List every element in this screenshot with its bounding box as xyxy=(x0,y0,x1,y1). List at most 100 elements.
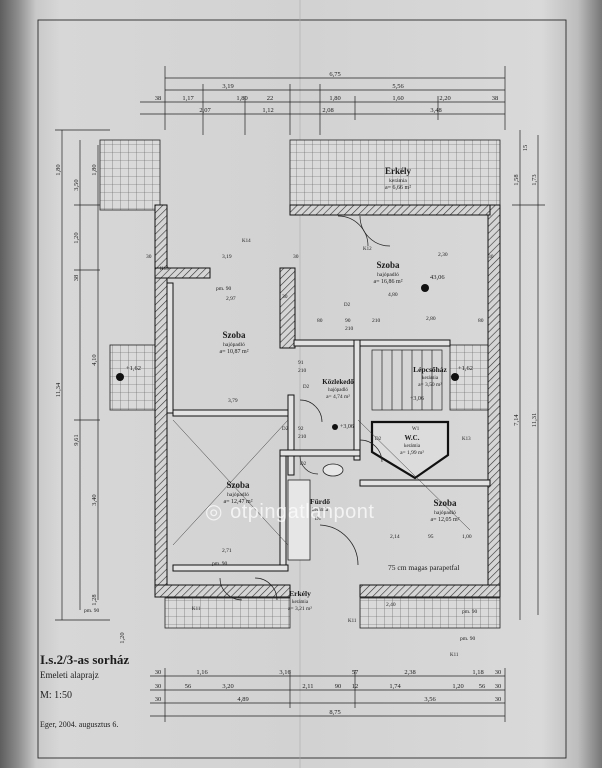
code-d2-b: D2 xyxy=(282,427,289,432)
void-cross-lines xyxy=(172,419,471,546)
dim-top-r3-c: 1,80 xyxy=(236,95,247,102)
dim-left-i: 3,40 xyxy=(91,494,98,505)
dim-100: 1,00 xyxy=(462,534,472,540)
dim-319: 3,19 xyxy=(222,254,232,260)
room-szoba-se-floor: hajópadló xyxy=(434,510,456,516)
room-szoba-ne-name: Szoba xyxy=(376,260,400,270)
dim-280: 2,80 xyxy=(426,316,436,322)
dim-left-f: 9,61 xyxy=(73,434,80,445)
wc-room-outline xyxy=(370,420,450,480)
wall-30-a: 30 xyxy=(146,254,152,260)
room-szoba-sw-area: a= 12,47 m² xyxy=(223,499,252,505)
dim-bot-r2-c: 3,20 xyxy=(222,683,233,690)
code-k11-right: K11 xyxy=(450,653,459,658)
dim-top-r2-a: 3,19 xyxy=(222,83,233,90)
door-h-d: 210 xyxy=(372,318,381,324)
dim-bot-r3-b: 4,89 xyxy=(237,696,248,703)
door-h-c: 210 xyxy=(345,326,354,332)
code-k14: K14 xyxy=(242,239,251,244)
room-szoba-sw-floor: hajópadló xyxy=(227,492,249,498)
interior-walls xyxy=(166,282,491,572)
dim-bot-total: 8,75 xyxy=(329,709,340,716)
sheet-border xyxy=(37,19,567,759)
room-erkely-top-name: Erkély xyxy=(385,166,411,176)
room-kozlekedo-name: Közlekedő xyxy=(322,378,354,386)
dim-right-e: 11,31 xyxy=(531,413,538,427)
dim-bot-r2-j: 30 xyxy=(495,683,502,690)
plan-subtitle: Emeleti alaprajz xyxy=(40,670,99,680)
code-k12: K12 xyxy=(363,247,372,252)
dim-bot-r1-c: 3,16 xyxy=(279,669,291,676)
wall-30-c: 30 xyxy=(282,294,288,300)
balcony-tiles-top xyxy=(289,139,501,211)
room-furdo-floor: kerámia xyxy=(312,508,329,513)
element-codes: K14 K12 K13 K11 K11 K11 D2 D2 D2 D2 D1 D… xyxy=(160,239,471,658)
room-szoba-se-area: a= 12,05 m² xyxy=(430,517,459,523)
dim-top-r3-g: 2,20 xyxy=(439,95,450,102)
right-dimension-lines xyxy=(512,130,545,620)
balcony-tiles-bottom-right xyxy=(359,597,501,629)
dim-top-r3-d: 22 xyxy=(267,95,274,102)
room-szoba-ne-area: a= 16,86 m² xyxy=(373,279,402,285)
bottom-dimensions: 30 1,16 3,16 57 2,38 1,18 30 30 56 3,20 … xyxy=(155,669,502,716)
balcony-tiles-bottom-left xyxy=(164,597,291,629)
dim-top-r3-e: 1,80 xyxy=(329,95,340,102)
dim-left-g: 11,34 xyxy=(55,382,62,397)
code-k13-right: K13 xyxy=(462,437,471,442)
level-markers xyxy=(116,284,459,430)
code-d2-c: D2 xyxy=(303,385,310,390)
dim-bot-r1-g: 30 xyxy=(495,669,502,676)
room-erkely-bottom-name: Erkély xyxy=(289,589,311,598)
left-dimension-lines xyxy=(55,129,110,621)
exterior-walls xyxy=(154,204,501,598)
plan-date: Eger, 2004. augusztus 6. xyxy=(40,720,119,729)
room-kozlekedo-area: a= 4,74 m² xyxy=(326,394,350,400)
dim-top-r4-c: 2,08 xyxy=(322,107,333,114)
dim-right-c: 15 xyxy=(522,145,529,152)
balcony-tiles-nw xyxy=(99,139,161,211)
pm-90-b: pm. 90 xyxy=(212,561,228,567)
dim-right-b: 1,73 xyxy=(531,174,538,185)
dim-top-r4-a: 2,07 xyxy=(199,107,211,114)
room-wc-area: a= 1,99 m² xyxy=(400,450,424,456)
dim-right-d: 7,14 xyxy=(513,414,520,426)
room-erkely-top-area: a= 6,66 m² xyxy=(385,185,411,191)
code-w1: W1 xyxy=(412,427,420,432)
dim-230: 2,30 xyxy=(438,252,448,258)
room-szoba-se-name: Szoba xyxy=(433,498,457,508)
dim-bot-r3-a: 30 xyxy=(155,696,162,703)
watermark-text: otpingatlanpont xyxy=(230,501,375,523)
dim-bot-r2-i: 56 xyxy=(479,683,486,690)
dim-bot-r2-b: 56 xyxy=(185,683,192,690)
room-kozlekedo-floor: hajópadló xyxy=(328,388,348,393)
room-szoba-sw-name: Szoba xyxy=(226,480,250,490)
code-d1: D1 xyxy=(315,517,322,522)
pm-90-a: pm. 90 xyxy=(84,608,100,614)
staircase xyxy=(371,349,443,411)
top-dimension-lines xyxy=(140,66,506,135)
room-lepcsohaz-floor: kerámia xyxy=(422,376,439,381)
top-dimensions: 6,75 3,19 5,56 38 1,17 1,80 22 1,80 1,60… xyxy=(155,71,499,114)
dim-top-r4-d: 3,48 xyxy=(430,107,441,114)
pm-90-c: pm. 90 xyxy=(216,286,232,292)
pm-90-e: pm. 90 xyxy=(460,636,476,642)
dim-left-e: 1,80 xyxy=(91,164,98,175)
dim-bot-r2-h: 1,20 xyxy=(452,683,463,690)
dim-top-r4-b: 1,12 xyxy=(262,107,273,114)
door-w-e: 80 xyxy=(478,318,484,324)
dim-bot-r2-d: 2,11 xyxy=(302,683,313,690)
dim-bot-r2-e: 90 xyxy=(335,683,342,690)
otp-logo-icon: ◎ xyxy=(205,501,223,523)
dim-left-k: 1,20 xyxy=(119,632,126,643)
dim-bot-r3-d: 30 xyxy=(495,696,502,703)
code-d2-d: D2 xyxy=(300,462,307,467)
code-k13-left: K13 xyxy=(160,267,169,272)
code-d2-e: D2 xyxy=(375,437,382,442)
dim-left-a: 1,80 xyxy=(55,164,62,175)
dim-bot-r3-c: 3,56 xyxy=(424,696,436,703)
dim-top-r3-h: 38 xyxy=(492,95,499,102)
misc-labels: pm. 90 pm. 90 pm. 90 pm. 90 pm. 90 91 21… xyxy=(84,252,494,642)
room-lepcsohaz-area: a= 3,50 m² xyxy=(418,382,442,388)
